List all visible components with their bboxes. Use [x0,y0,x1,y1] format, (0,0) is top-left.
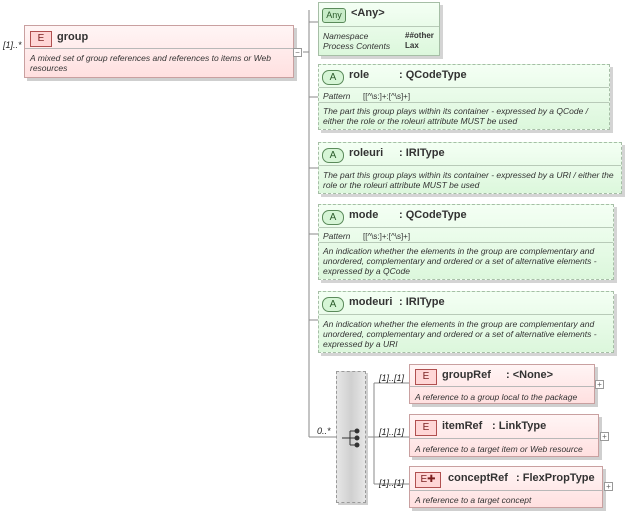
element-type: : LinkType [492,420,547,432]
expand-toggle-icon[interactable]: + [604,482,613,491]
process-contents-label: Process Contents [323,41,391,51]
expand-toggle-icon[interactable]: + [595,380,604,389]
divider [25,48,293,49]
any-name: <Any> [351,7,385,19]
attribute-roleuri[interactable]: A roleuri : IRIType The part this group … [318,142,622,194]
pattern-label: Pattern [323,231,351,241]
element-conceptref[interactable]: E✚ conceptRef : FlexPropType A reference… [409,466,603,508]
attribute-description: The part this group plays within its con… [323,170,614,190]
divider [319,242,613,243]
pattern-value: [[^\s:]+:[^\s]+] [363,92,411,101]
attribute-icon: A [322,210,344,225]
attribute-modeuri[interactable]: A modeuri : IRIType An indication whethe… [318,291,614,353]
choice-compositor[interactable] [336,371,366,503]
attribute-icon: A [322,148,344,163]
root-cardinality: [1]..* [3,40,22,50]
divider [319,165,621,166]
pattern-label: Pattern [323,91,351,101]
child-cardinality: [1]..[1] [379,427,405,437]
divider [319,26,439,27]
element-description: A reference to a group local to the pack… [415,392,578,402]
attribute-type: : IRIType [399,296,445,308]
choice-cardinality: 0..* [317,426,331,436]
element-type: : FlexPropType [516,472,595,484]
element-type: : <None> [506,369,554,381]
attribute-name: mode [349,209,379,221]
attribute-icon: A [322,297,344,312]
divider [319,227,613,228]
any-attribute[interactable]: Any <Any> Namespace ##other Process Cont… [318,2,440,56]
attribute-name: roleuri [349,147,384,159]
attribute-icon: A [322,70,344,85]
child-cardinality: [1]..[1] [379,478,405,488]
choice-icon [342,428,360,448]
divider [410,386,594,387]
expand-toggle-icon[interactable]: + [600,432,609,441]
process-contents-value: Lax [405,41,419,50]
element-icon: E [415,420,437,436]
element-groupref[interactable]: E groupRef : <None> A reference to a gro… [409,364,595,404]
attribute-name: modeuri [349,296,393,308]
attribute-role[interactable]: A role : QCodeType Pattern [[^\s:]+:[^\s… [318,64,610,130]
divider [319,102,609,103]
attribute-description: An indication whether the elements in th… [323,246,597,276]
attribute-description: The part this group plays within its con… [323,106,589,126]
attribute-description: An indication whether the elements in th… [323,319,597,349]
namespace-value: ##other [405,31,434,40]
pattern-value: [[^\s:]+:[^\s]+] [363,232,411,241]
element-name: conceptRef [448,472,508,484]
attribute-type: : QCodeType [399,69,467,81]
attribute-mode[interactable]: A mode : QCodeType Pattern [[^\s:]+:[^\s… [318,204,614,280]
element-description: A reference to a target concept [415,495,532,505]
divider [319,87,609,88]
element-itemref[interactable]: E itemRef : LinkType A reference to a ta… [409,414,599,457]
element-description: A reference to a target item or Web reso… [415,444,583,454]
element-description: A mixed set of group references and refe… [30,53,271,73]
element-name: group [57,31,89,43]
divider [410,490,602,491]
divider [410,438,598,439]
any-icon: Any [322,8,346,23]
element-extended-icon: E✚ [415,472,441,488]
child-cardinality: [1]..[1] [379,373,405,383]
element-name: groupRef [442,369,491,381]
collapse-toggle-icon[interactable]: − [293,48,302,57]
attribute-name: role [349,69,370,81]
divider [319,314,613,315]
root-element-group[interactable]: E group A mixed set of group references … [24,25,294,78]
namespace-label: Namespace [323,31,369,41]
element-name: itemRef [442,420,483,432]
attribute-type: : IRIType [399,147,445,159]
element-icon: E [415,369,437,385]
attribute-type: : QCodeType [399,209,467,221]
element-icon: E [30,31,52,47]
